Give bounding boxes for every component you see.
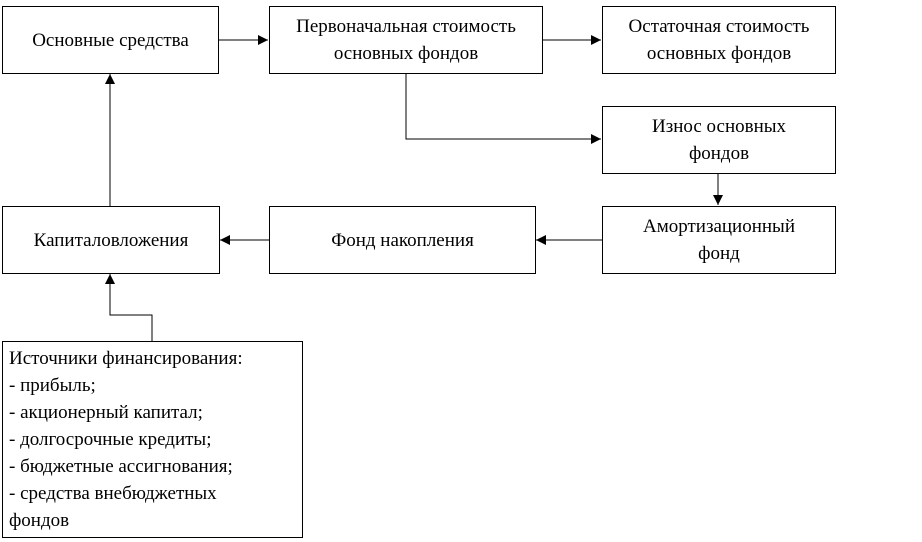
node-residual-cost-line-1: Остаточная стоимость — [628, 16, 810, 37]
node-fixed-assets: Основные средства — [2, 6, 219, 74]
financing-source-item: - долгосрочные кредиты; — [9, 429, 212, 450]
node-depreciation-wear: Износ основных фондов — [602, 106, 836, 174]
node-accumulation-fund-label: Фонд накопления — [331, 229, 474, 251]
node-residual-cost: Остаточная стоимость основных фондов — [602, 6, 836, 74]
node-depreciation-wear-line-1: Износ основных — [651, 116, 787, 137]
node-financing-sources: Источники финансирования: - прибыль; - а… — [2, 341, 303, 538]
financing-source-item: - акционерный капитал; — [9, 402, 203, 423]
node-depreciation-wear-line-2: фондов — [688, 143, 750, 164]
node-initial-cost: Первоначальная стоимость основных фондов — [269, 6, 543, 74]
financing-sources-title: Источники финансирования: — [9, 348, 243, 369]
node-fixed-assets-label: Основные средства — [32, 29, 189, 51]
financing-source-item: - прибыль; — [9, 375, 96, 396]
arrow-initial-to-wear — [405, 73, 601, 144]
node-residual-cost-line-2: основных фондов — [646, 43, 792, 64]
node-initial-cost-line-2: основных фондов — [333, 43, 479, 64]
financing-source-item: - средства внебюджетных — [9, 483, 217, 504]
node-amortization-fund-line-1: Амортизационный — [642, 216, 795, 237]
node-capital-investment: Капиталовложения — [2, 206, 220, 274]
financing-source-item: - бюджетные ассигнования; — [9, 456, 233, 477]
arrow-sources-to-investment — [105, 274, 153, 341]
node-accumulation-fund: Фонд накопления — [269, 206, 536, 274]
node-amortization-fund-line-2: фонд — [698, 243, 740, 264]
node-amortization-fund: Амортизационный фонд — [602, 206, 836, 274]
node-capital-investment-label: Капиталовложения — [33, 229, 189, 251]
node-initial-cost-line-1: Первоначальная стоимость — [296, 16, 516, 37]
financing-source-item: фондов — [9, 510, 70, 531]
